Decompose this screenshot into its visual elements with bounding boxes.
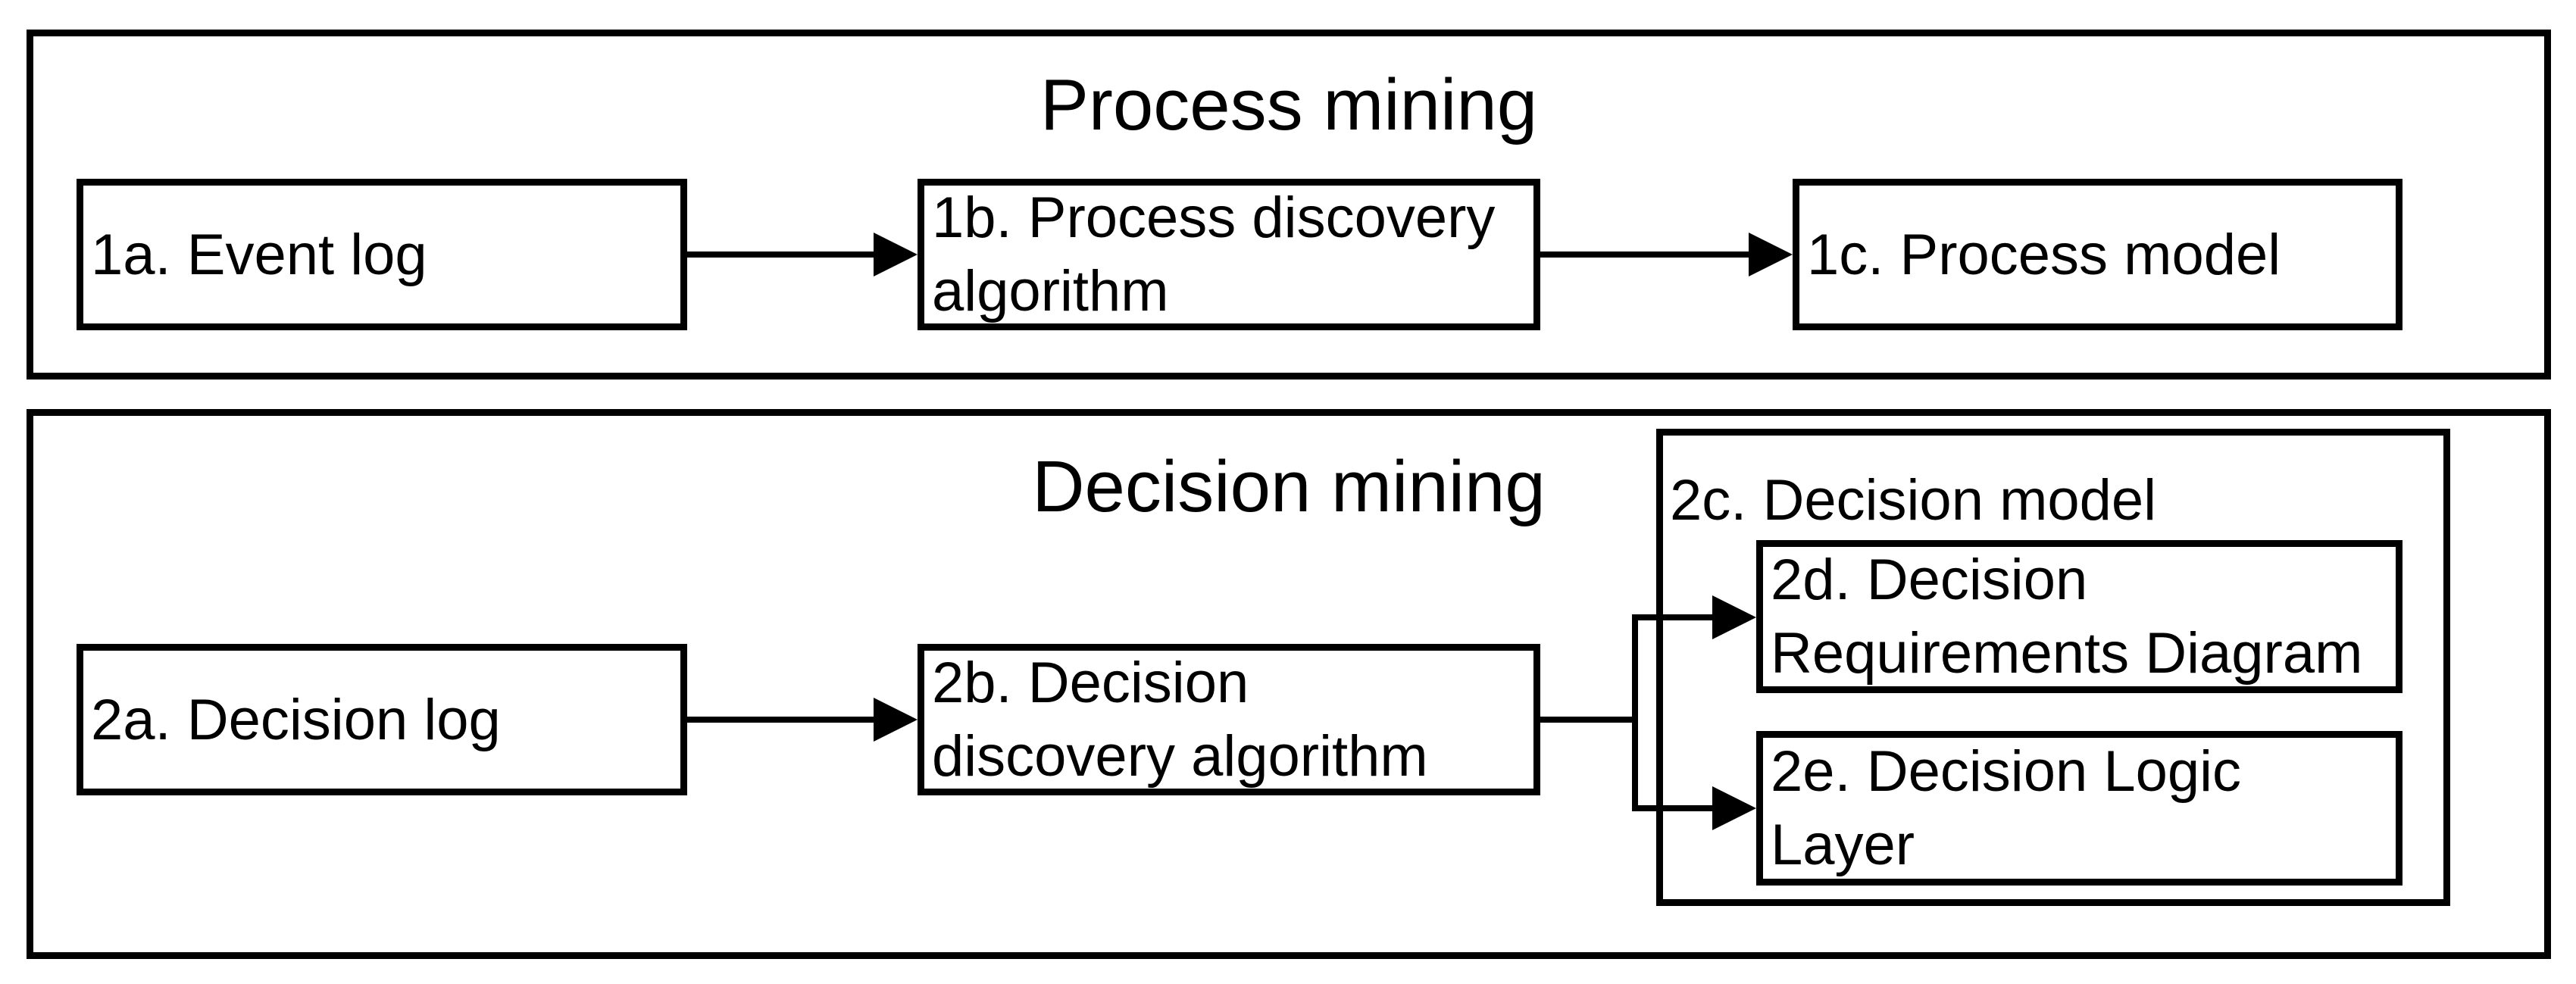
box-2d-decision-requirements-diagram: 2d. Decision Requirements Diagram xyxy=(1756,540,2402,693)
box-2e-label-line1: 2e. Decision Logic xyxy=(1771,739,2242,804)
box-2a-label: 2a. Decision log xyxy=(91,687,501,752)
box-2b-label-line1: 2b. Decision xyxy=(932,651,1249,715)
box-1a-label: 1a. Event log xyxy=(91,222,427,287)
decision-mining-title: Decision mining xyxy=(1032,446,1546,527)
box-2e-decision-logic-layer: 2e. Decision Logic Layer xyxy=(1756,731,2402,886)
container-2c-label: 2c. Decision model xyxy=(1670,468,2157,533)
box-2d-label-line1: 2d. Decision xyxy=(1771,548,2088,612)
box-1a-event-log: 1a. Event log xyxy=(77,179,687,330)
box-1c-process-model: 1c. Process model xyxy=(1793,179,2402,330)
box-2d-label-line2: Requirements Diagram xyxy=(1771,621,2363,686)
box-2b-label-line2: discovery algorithm xyxy=(932,724,1428,789)
panel-process-mining xyxy=(27,30,2551,380)
panel-decision-mining xyxy=(27,409,2551,959)
box-2a-decision-log: 2a. Decision log xyxy=(77,644,687,795)
box-2b-decision-discovery-algorithm: 2b. Decision discovery algorithm xyxy=(918,644,1540,795)
box-1b-label-line2: algorithm xyxy=(932,259,1169,323)
box-1b-process-discovery-algorithm: 1b. Process discovery algorithm xyxy=(918,179,1540,330)
process-mining-title: Process mining xyxy=(1039,64,1538,145)
box-1c-label: 1c. Process model xyxy=(1807,222,2281,287)
box-2e-label-line2: Layer xyxy=(1771,813,1915,877)
box-1b-label-line1: 1b. Process discovery xyxy=(932,186,1496,250)
